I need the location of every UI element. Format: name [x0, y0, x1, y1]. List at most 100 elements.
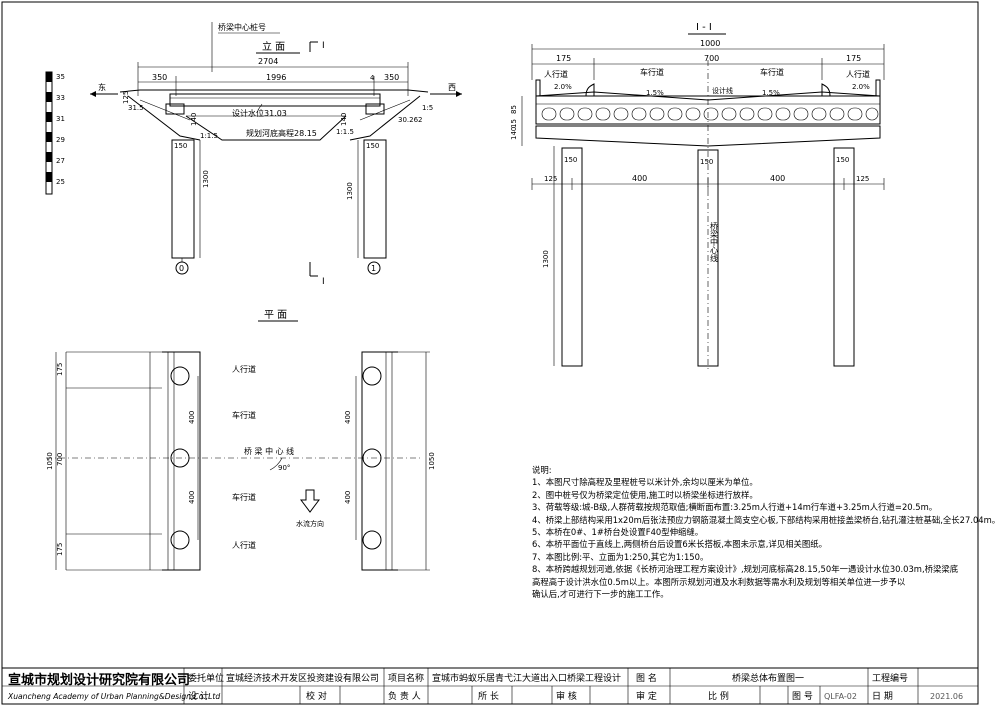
note-item: 1、本图尺寸除高程及里程桩号以米计外,余均以厘米为单位。 [532, 477, 758, 488]
scale-tick: 35 [56, 73, 65, 81]
plan-dim-400-a: 400 [188, 411, 196, 424]
review-label: 审 核 [556, 690, 577, 702]
scale-tick: 29 [56, 136, 65, 144]
west-label: 西 [448, 83, 456, 92]
scale-label: 比 例 [708, 690, 729, 702]
slope-walk-left: 2.0% [554, 83, 572, 91]
pile-head-c: 150 [836, 156, 849, 164]
east-label: 东 [98, 82, 106, 92]
section-title: I - I [696, 22, 712, 33]
project-no-label: 工程编号 [872, 672, 908, 684]
axis-1: 1 [371, 264, 376, 273]
project-name: 宣城市蚂蚁乐居青弋江大道出入口桥梁工程设计 [432, 672, 621, 684]
h140-section: 140 [510, 127, 518, 140]
plan-dim-400-c: 400 [344, 411, 352, 424]
plan-dim-400-d: 400 [344, 491, 352, 504]
plan-dim-1050-left: 1050 [46, 452, 54, 470]
date-value: 2021.06 [930, 692, 963, 701]
design-label: 设 计 [188, 690, 209, 702]
plan-road-top: 车行道 [232, 410, 256, 420]
scale-tick: 27 [56, 157, 65, 165]
h140-right: 140 [340, 113, 348, 126]
note-item: 8、本桥跨越规划河道,依据《长桥河治理工程方案设计》,规划河底标高28.15,5… [532, 564, 959, 575]
section-view: I - I 1000 175 700 175 人行道 车行道 车行道 人行道 2… [510, 22, 885, 372]
scale-tick: 31 [56, 115, 65, 123]
section-pile-right [833, 147, 855, 367]
slope-left: 1:1.5 [200, 132, 218, 140]
client-label: 委托单位 [188, 672, 224, 684]
pile-len-right: 1300 [346, 182, 354, 200]
flow-arrow-icon [300, 489, 320, 513]
planned-bed-label: 规划河底高程28.15 [246, 128, 317, 138]
approve-label: 审 定 [636, 690, 657, 702]
plan-dim-175-bot: 175 [56, 543, 64, 556]
org-name-en: Xuancheng Academy of Urban Planning&Desi… [7, 692, 220, 701]
slope-walk-right: 2.0% [852, 83, 870, 91]
level-left: 31.5 [128, 104, 144, 112]
design-line-label: 设计线 [712, 86, 733, 95]
project-label: 项目名称 [388, 672, 424, 684]
elevation-view: 立 面 桥梁中心桩号 I I 2704 350 1996 350 4 [45, 22, 462, 287]
drawing-no: QLFA-02 [824, 692, 857, 701]
plan-dim-175-top: 175 [56, 363, 64, 376]
dim-span-right: 350 [384, 73, 399, 82]
plan-center-label: 桥 梁 中 心 线 [244, 446, 294, 456]
dim-section-total: 1000 [700, 39, 720, 48]
slope-right: 1:1.5 [336, 128, 354, 136]
director-label: 所 长 [478, 690, 499, 702]
date-label: 日 期 [872, 691, 893, 702]
drawing-name: 桥梁总体布置图一 [732, 672, 804, 684]
road-right-label: 车行道 [760, 67, 784, 77]
abutment-left [162, 351, 201, 571]
dim-span-left: 350 [152, 73, 167, 82]
note-item: 4、桥梁上部结构采用1x20m后张法预应力钢筋混凝土简支空心板,下部结构采用桩接… [532, 514, 1000, 525]
dim-walk-right: 175 [846, 54, 861, 63]
slope-road-left: 1.5% [646, 89, 664, 97]
scale-tick: 33 [56, 94, 65, 102]
dim-125-left: 125 [544, 175, 557, 183]
level-right: 30.262 [398, 116, 423, 124]
elevation-title: 立 面 [262, 40, 285, 53]
section-pile-len: 1300 [542, 250, 550, 268]
pile-head-right: 150 [366, 142, 379, 150]
dim-span-mid: 1996 [266, 73, 286, 82]
section-pile-mid [697, 149, 719, 367]
bridge-center-label: 桥梁中心线 [710, 221, 719, 262]
plan-walk-top: 人行道 [232, 364, 256, 374]
axis-0: 0 [179, 264, 184, 273]
plan-dim-400-b: 400 [188, 491, 196, 504]
walk-left-label: 人行道 [544, 69, 568, 79]
dim-road: 700 [704, 54, 719, 63]
plan-title: 平 面 [264, 310, 287, 321]
note-item: 高程高于设计洪水位0.5m以上。本图所示规划河道及水利数据等需水利及规划等相关单… [532, 576, 906, 587]
title-block: 宣城市规划设计研究院有限公司 Xuancheng Academy of Urba… [1, 667, 979, 705]
plan-road-bot: 车行道 [232, 492, 256, 502]
note-item: 7、本图比例:平、立面为1:250,其它为1:150。 [532, 551, 709, 562]
pile-head-left: 150 [174, 142, 187, 150]
plan-walk-bot: 人行道 [232, 540, 256, 550]
pile-head-a: 150 [564, 156, 577, 164]
section-mark-top: I [322, 41, 325, 51]
section-pile-left [561, 147, 583, 367]
pile-len-left: 1300 [202, 170, 210, 188]
pile-0 [171, 139, 195, 259]
hollow-slab-voids [541, 107, 879, 121]
section-mark-bottom: I [322, 277, 325, 287]
slope-r-label: 1:5 [422, 104, 433, 112]
plan-view: 平 面 1050 700 175 175 400 400 400 [46, 310, 436, 571]
pile-head-b: 150 [700, 158, 713, 166]
notes-title: 说明: [532, 465, 552, 475]
h85-label: 85 [510, 105, 518, 114]
dim-total-length: 2704 [258, 57, 278, 66]
abutment-right [361, 351, 398, 571]
dim-walk-left: 175 [556, 54, 571, 63]
note-item: 确认后,才可进行下一步的施工工作。 [532, 589, 669, 600]
check-label: 校 对 [306, 690, 327, 702]
drawing-no-label: 图 号 [792, 691, 813, 702]
h125-label: 125 [122, 91, 130, 104]
plan-angle: 90° [278, 464, 290, 472]
plan-dim-1050-right: 1050 [428, 452, 436, 470]
h140-left: 140 [190, 113, 198, 126]
plan-dim-700-left: 700 [56, 453, 64, 466]
